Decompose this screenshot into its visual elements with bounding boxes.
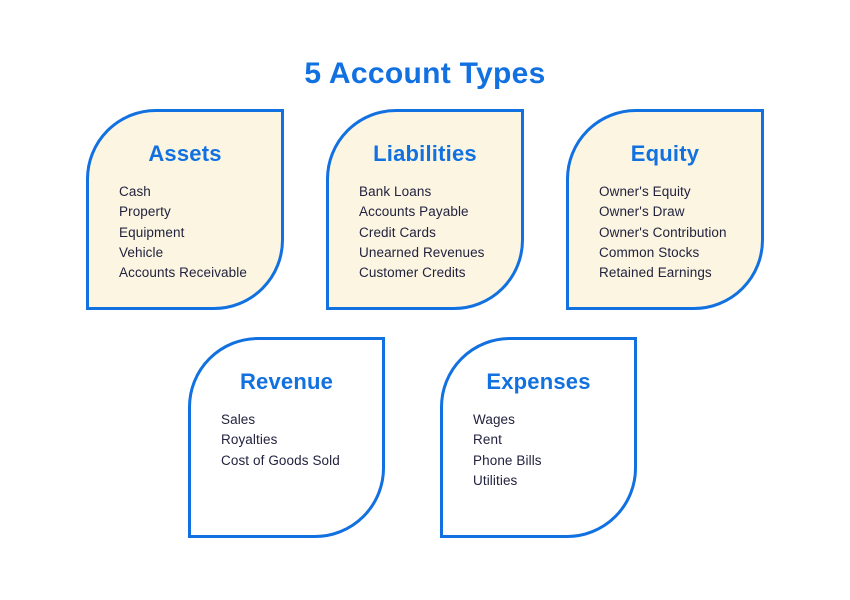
card-assets-title: Assets — [148, 141, 222, 166]
card-expenses-title: Expenses — [486, 369, 591, 394]
card-assets: Assets Cash Property Equipment Vehicle A… — [86, 109, 284, 310]
card-liabilities: Liabilities Bank Loans Accounts Payable … — [326, 109, 524, 310]
card-assets-list: Cash Property Equipment Vehicle Accounts… — [89, 182, 281, 283]
card-revenue-list: Sales Royalties Cost of Goods Sold — [191, 410, 382, 471]
list-item: Unearned Revenues — [359, 244, 485, 260]
list-item: Sales — [221, 412, 256, 427]
list-item: Owner's Equity — [599, 184, 691, 199]
list-item: Phone Bills — [473, 452, 542, 468]
list-item: Vehicle — [119, 244, 164, 260]
card-equity-list: Owner's Equity Owner's Draw Owner's Cont… — [569, 182, 761, 283]
list-item: Cost of Goods Sold — [221, 452, 340, 468]
list-item: Accounts Receivable — [119, 265, 247, 281]
list-item: Cash — [119, 184, 151, 199]
card-revenue: Revenue Sales Royalties Cost of Goods So… — [188, 337, 385, 538]
list-item: Owner's Draw — [599, 204, 685, 220]
list-item: Utilities — [473, 472, 518, 488]
list-item: Rent — [473, 432, 502, 448]
list-item: Bank Loans — [359, 184, 432, 199]
list-item: Common Stocks — [599, 244, 700, 260]
card-revenue-title: Revenue — [239, 369, 334, 394]
list-item: Wages — [473, 412, 516, 427]
list-item: Royalties — [221, 432, 278, 448]
card-equity-title: Equity — [630, 141, 700, 166]
list-item: Accounts Payable — [359, 204, 469, 220]
list-item: Owner's Contribution — [599, 224, 727, 240]
card-expenses: Expenses Wages Rent Phone Bills Utilitie… — [440, 337, 637, 538]
card-liabilities-list: Bank Loans Accounts Payable Credit Cards… — [329, 182, 521, 283]
list-item: Equipment — [119, 224, 185, 240]
list-item: Customer Credits — [359, 265, 466, 281]
card-equity: Equity Owner's Equity Owner's Draw Owner… — [566, 109, 764, 310]
list-item: Retained Earnings — [599, 265, 712, 281]
card-expenses-list: Wages Rent Phone Bills Utilities — [443, 410, 634, 491]
card-liabilities-title: Liabilities — [373, 141, 477, 166]
list-item: Property — [119, 204, 171, 220]
page-title: 5 Account Types — [304, 57, 546, 90]
list-item: Credit Cards — [359, 224, 436, 240]
